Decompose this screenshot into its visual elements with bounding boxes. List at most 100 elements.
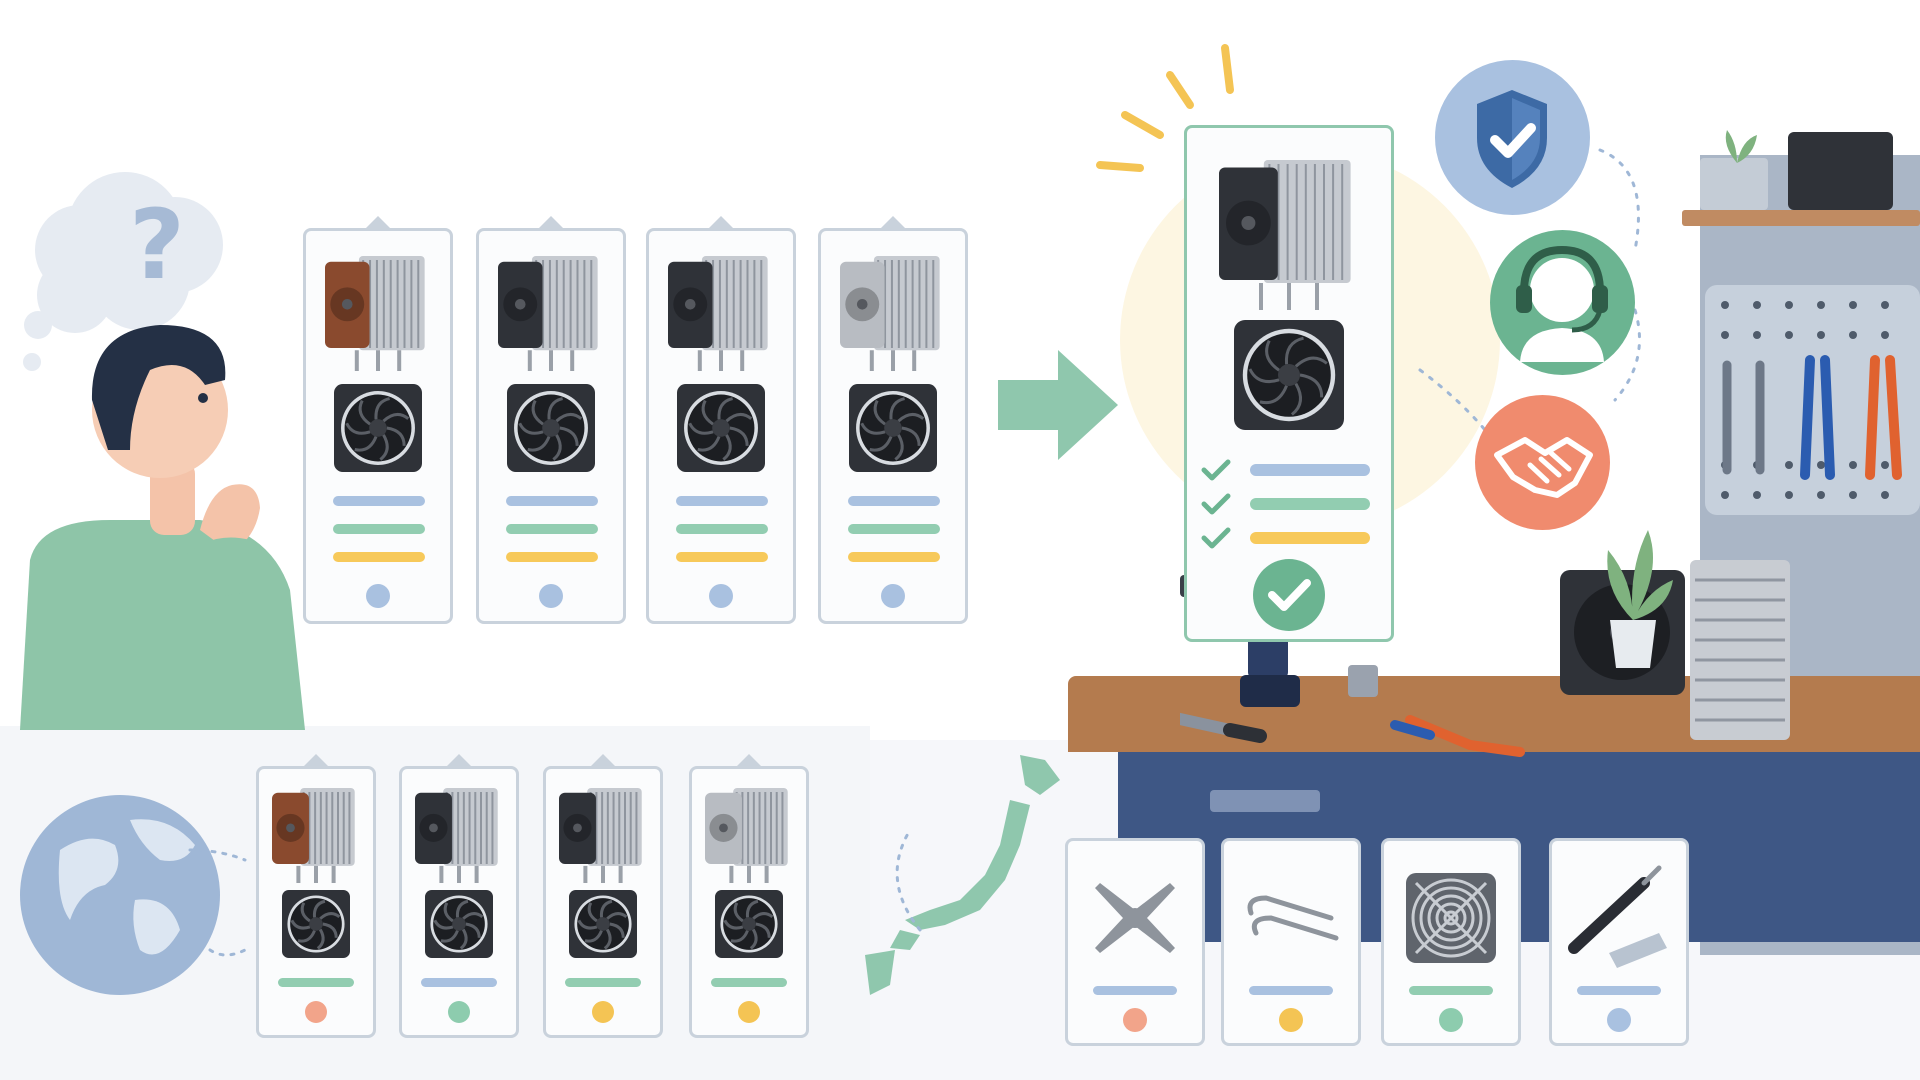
fan-icon [569,890,637,958]
status-dot [1123,1008,1147,1032]
spec-bar [421,978,497,987]
globe-icon [20,795,247,995]
card-notch [366,216,390,228]
spec-bar [676,496,768,506]
card-notch [539,216,563,228]
tower-cooler-icon [325,256,425,371]
right-arrow-icon [998,350,1118,460]
question-mark-thought-bubble: ? [23,172,223,371]
spec-bar [1250,498,1370,510]
fan-icon [282,890,350,958]
fan-grill-icon [1406,873,1496,963]
fan-icon [425,890,493,958]
cooler-card[interactable] [818,228,968,624]
card-notch [737,754,761,766]
thinking-person: ? [20,172,305,730]
tower-cooler-icon [415,788,498,883]
spec-bar [848,524,940,534]
status-dot [709,584,733,608]
pliers-icon [1390,715,1525,757]
spec-bar [506,552,598,562]
spec-bar [333,552,425,562]
fan-icon [849,384,937,472]
tower-cooler-icon [705,788,788,883]
spec-bar [1577,986,1661,995]
region-cooler-card[interactable] [689,766,809,1038]
spec-bar [676,552,768,562]
mounting-bracket-icon [1095,883,1175,953]
status-dot [448,1001,470,1023]
tower-cooler-icon [840,256,940,371]
card-notch [447,754,471,766]
pegboard-icon [1705,285,1920,515]
accessory-card[interactable] [1065,838,1205,1046]
tower-cooler-icon [668,256,768,371]
region-cooler-card[interactable] [256,766,376,1038]
spec-bar [333,496,425,506]
spec-bar [1249,986,1333,995]
ratchet-icon [1180,712,1267,743]
check-icon [1201,493,1231,515]
headset-support-icon [1490,230,1635,375]
accessory-card[interactable] [1221,838,1361,1046]
shelf [1682,210,1920,226]
spec-bar [676,524,768,534]
spec-bar [506,496,598,506]
shelf-plant-icon [1725,130,1757,163]
question-mark-icon: ? [129,189,185,301]
fan-clips-icon [1247,895,1339,941]
fan-icon [715,890,783,958]
japan-map-icon [865,755,1060,995]
status-dot [881,584,905,608]
cooler-card[interactable] [476,228,626,624]
approved-check-icon [1253,559,1325,631]
card-notch [709,216,733,228]
fan-icon [507,384,595,472]
wrench-icon [1722,360,1765,475]
spec-bar [1093,986,1177,995]
status-dot [1439,1008,1463,1032]
fan-icon [1234,320,1344,430]
spec-bar [848,496,940,506]
plant-pot-shelf [1700,158,1768,210]
sockets-icon [1348,665,1378,697]
fan-icon [677,384,765,472]
card-notch [304,754,328,766]
shield-check-icon [1435,60,1590,215]
status-dot [305,1001,327,1023]
tower-cooler-icon [498,256,598,371]
bench-drawer [1210,790,1320,812]
bench-plant-icon [1607,530,1673,668]
spec-bar [848,552,940,562]
region-cooler-card[interactable] [543,766,663,1038]
tower-cooler-icon [272,788,355,883]
handshake-icon [1475,395,1610,530]
spec-bar [1250,532,1370,544]
card-notch [881,216,905,228]
tower-cooler-icon [559,788,642,883]
spec-bar [1250,464,1370,476]
region-cooler-card[interactable] [399,766,519,1038]
status-dot [592,1001,614,1023]
check-icon [1201,459,1231,481]
spec-bar [506,524,598,534]
cooler-card[interactable] [303,228,453,624]
fan-icon [334,384,422,472]
spec-bar [565,978,641,987]
shelf-fan-box [1788,132,1893,210]
spec-bar [278,978,354,987]
spec-bar [333,524,425,534]
accessory-card[interactable] [1549,838,1689,1046]
selected-cooler-card[interactable] [1184,125,1394,642]
status-dot [539,584,563,608]
status-dot [366,584,390,608]
status-dot [1607,1008,1631,1032]
spec-bar [711,978,787,987]
accessory-card[interactable] [1381,838,1521,1046]
check-icon [1201,527,1231,549]
badge-connectors [1418,148,1641,432]
thermal-paste-icon [1568,865,1667,968]
status-dot [1279,1008,1303,1032]
cooler-card[interactable] [646,228,796,624]
